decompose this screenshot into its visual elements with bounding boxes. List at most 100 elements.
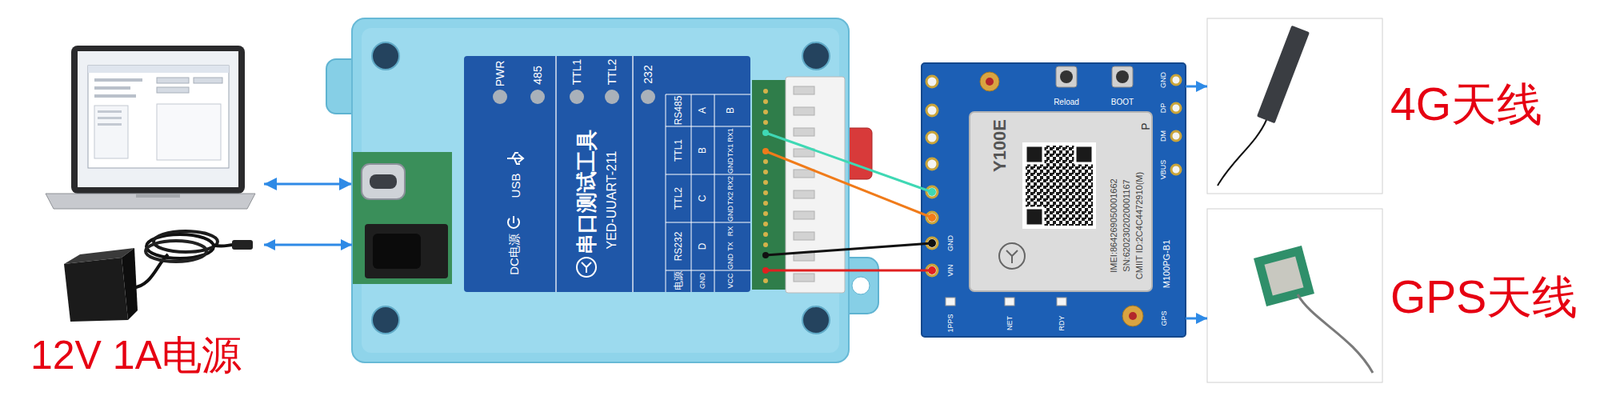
wire-end [762, 267, 769, 274]
part-label: TX2 [727, 192, 735, 206]
pcb [352, 152, 452, 284]
part-label: TTL2 [673, 187, 684, 210]
pin-hole [1171, 103, 1181, 113]
panel-divider [632, 56, 634, 292]
table-line [714, 94, 716, 292]
laptop [45, 45, 256, 209]
wires [762, 129, 936, 275]
power-adapter [64, 231, 253, 322]
part-label: VBUS [1160, 160, 1168, 180]
board [921, 63, 1186, 337]
mount-hole [802, 42, 830, 70]
part-label: GPS [1160, 310, 1168, 326]
usb-c-slot [369, 174, 397, 189]
part-label: RX1 [727, 128, 735, 143]
part-label: TX [727, 241, 735, 252]
module-name: Y100E [991, 119, 1009, 172]
part-label: 1PPS [947, 313, 955, 332]
pin [763, 159, 768, 164]
pin [763, 148, 768, 154]
table-line [665, 222, 751, 224]
boot-button [1112, 66, 1133, 88]
laptop-screen [77, 51, 239, 188]
model-number: YED-UUART-211 [605, 151, 619, 250]
part-label: 电源 [673, 271, 684, 291]
table-line [665, 126, 751, 128]
part-label: GND [1160, 72, 1168, 88]
status-led [1004, 297, 1015, 306]
wire-end [928, 188, 936, 196]
qr-code [1022, 142, 1096, 229]
part-label: CMIIT ID:2C4C4472910(M) [1135, 172, 1144, 280]
part-label: P [1140, 122, 1152, 130]
table-line [665, 270, 751, 272]
pin-hole [926, 76, 938, 88]
part-label: 485 [532, 65, 544, 84]
pin-hole [926, 212, 938, 224]
pin [763, 232, 768, 237]
ui-line [97, 123, 122, 126]
part-label: DP [1160, 103, 1168, 114]
4g-antenna [1256, 25, 1310, 124]
mount-hole [372, 42, 400, 70]
logo-ring [576, 257, 596, 277]
part-label: RX [727, 226, 735, 237]
laptop-notch [136, 193, 180, 198]
photo-frame [1207, 208, 1383, 383]
led [530, 89, 545, 104]
pin [763, 99, 768, 104]
reload-button [1056, 66, 1077, 88]
ui-button [156, 87, 189, 93]
part-label: GND [727, 205, 735, 222]
wire [765, 151, 932, 218]
arrow [1185, 317, 1208, 320]
ui-line [94, 86, 131, 90]
module-node: Y100E [921, 63, 1186, 337]
slot [793, 232, 815, 240]
laptop-base [45, 193, 256, 209]
slot [793, 211, 815, 220]
wire [765, 269, 932, 272]
part-label: B [697, 147, 708, 154]
qr-finder [1025, 145, 1044, 164]
brand-logo [576, 257, 596, 277]
wire-end [762, 148, 769, 155]
slot [793, 107, 815, 116]
part-label: M100PG-B1 [1162, 240, 1172, 289]
pin-hole [926, 132, 938, 144]
led [604, 89, 620, 104]
usb-c-port [361, 164, 405, 200]
part-label: RDY [1058, 315, 1066, 331]
part-label: RX2 [727, 176, 735, 191]
adapter-front [64, 257, 128, 322]
antenna-node: GPS天线 [1207, 208, 1592, 383]
ui-button [193, 77, 223, 84]
right-header [1171, 75, 1181, 175]
pin-table [665, 94, 751, 292]
antenna-label: GPS天线 [1390, 271, 1578, 324]
part-label: GND [727, 157, 735, 174]
ui-panel [156, 104, 221, 160]
adapter-side [121, 248, 138, 320]
gps-antenna [1253, 245, 1315, 307]
antenna-node: 4G天线 [1207, 18, 1592, 194]
serial-test-tool [326, 18, 879, 363]
housing [352, 18, 849, 363]
dc-plug [232, 240, 253, 250]
pin-hole [1171, 164, 1181, 175]
part-label: BOOT [1111, 97, 1134, 108]
led [569, 89, 584, 104]
left-header [926, 76, 938, 276]
part-label: RS485 [673, 96, 684, 126]
qr-finder [1075, 145, 1093, 164]
slot [793, 190, 815, 199]
power-icon-bar [512, 216, 515, 224]
part-label: D [697, 243, 708, 251]
pin-hole [926, 237, 938, 249]
cable-coil [145, 240, 207, 262]
status-led [945, 297, 956, 306]
